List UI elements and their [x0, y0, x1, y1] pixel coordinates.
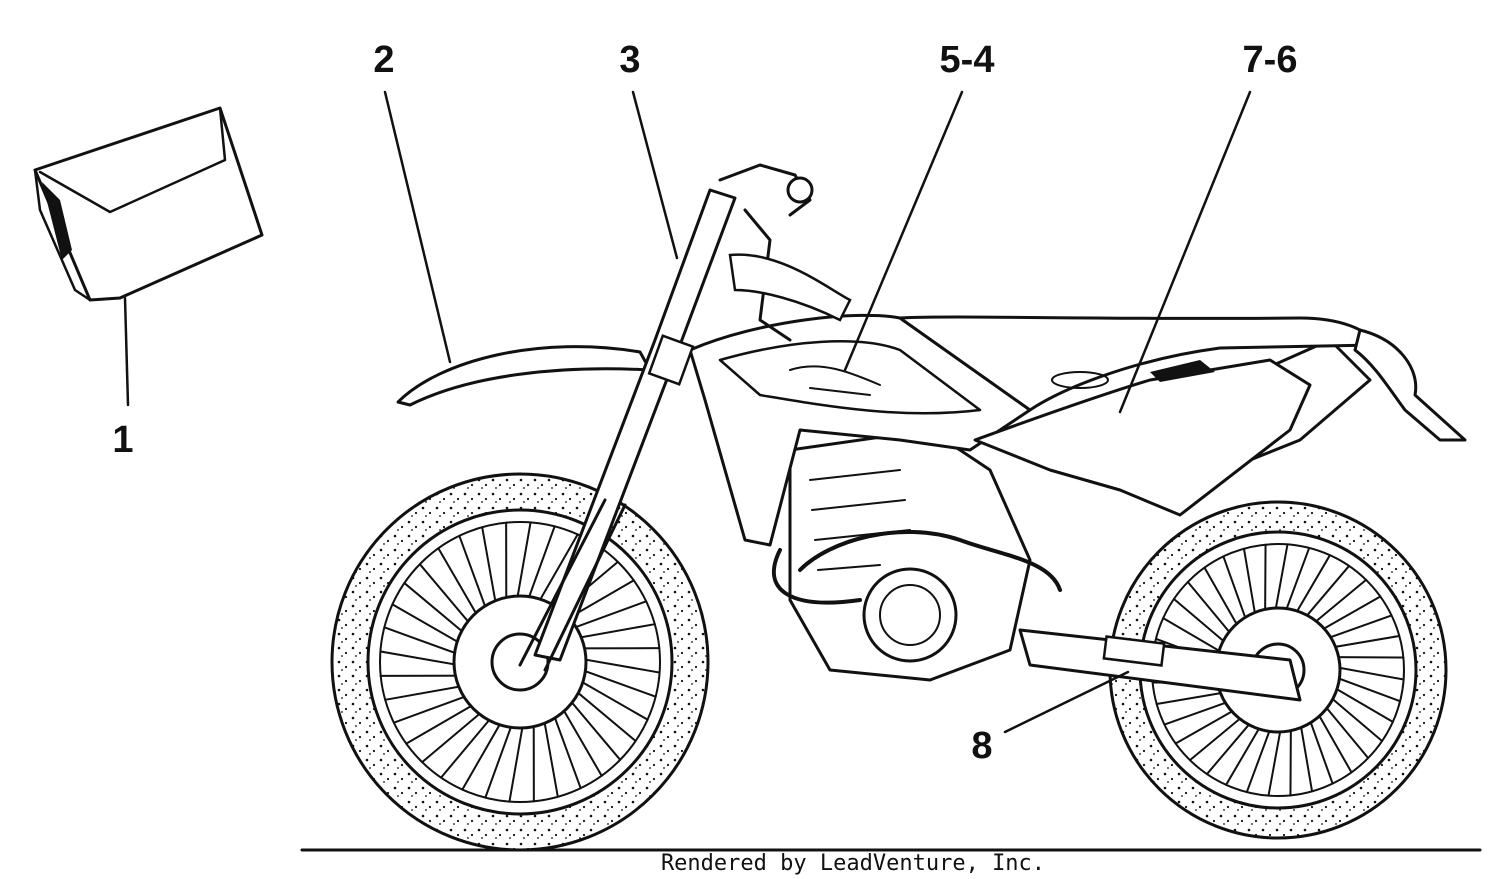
handlebar: [718, 163, 852, 342]
engine: [772, 428, 1032, 682]
callout-1: 1: [112, 419, 133, 461]
rear-fender: [1353, 328, 1467, 442]
front-fender: [396, 345, 652, 407]
seat: [898, 315, 1377, 412]
callout-5-4: 5-4: [940, 39, 995, 81]
callout-7-6: 7-6: [1243, 39, 1298, 81]
footer-credit: Rendered by LeadVenture, Inc.: [661, 851, 1045, 876]
callout-3: 3: [619, 39, 640, 81]
callout-8: 8: [971, 725, 992, 767]
decal-kit-package: [33, 106, 264, 302]
radiator-shroud: [688, 313, 1032, 547]
swingarm: [1018, 628, 1302, 702]
leader-lines: [123, 90, 1252, 734]
side-panel: [973, 358, 1312, 517]
callout-2: 2: [373, 39, 394, 81]
front-fork: [518, 188, 737, 672]
